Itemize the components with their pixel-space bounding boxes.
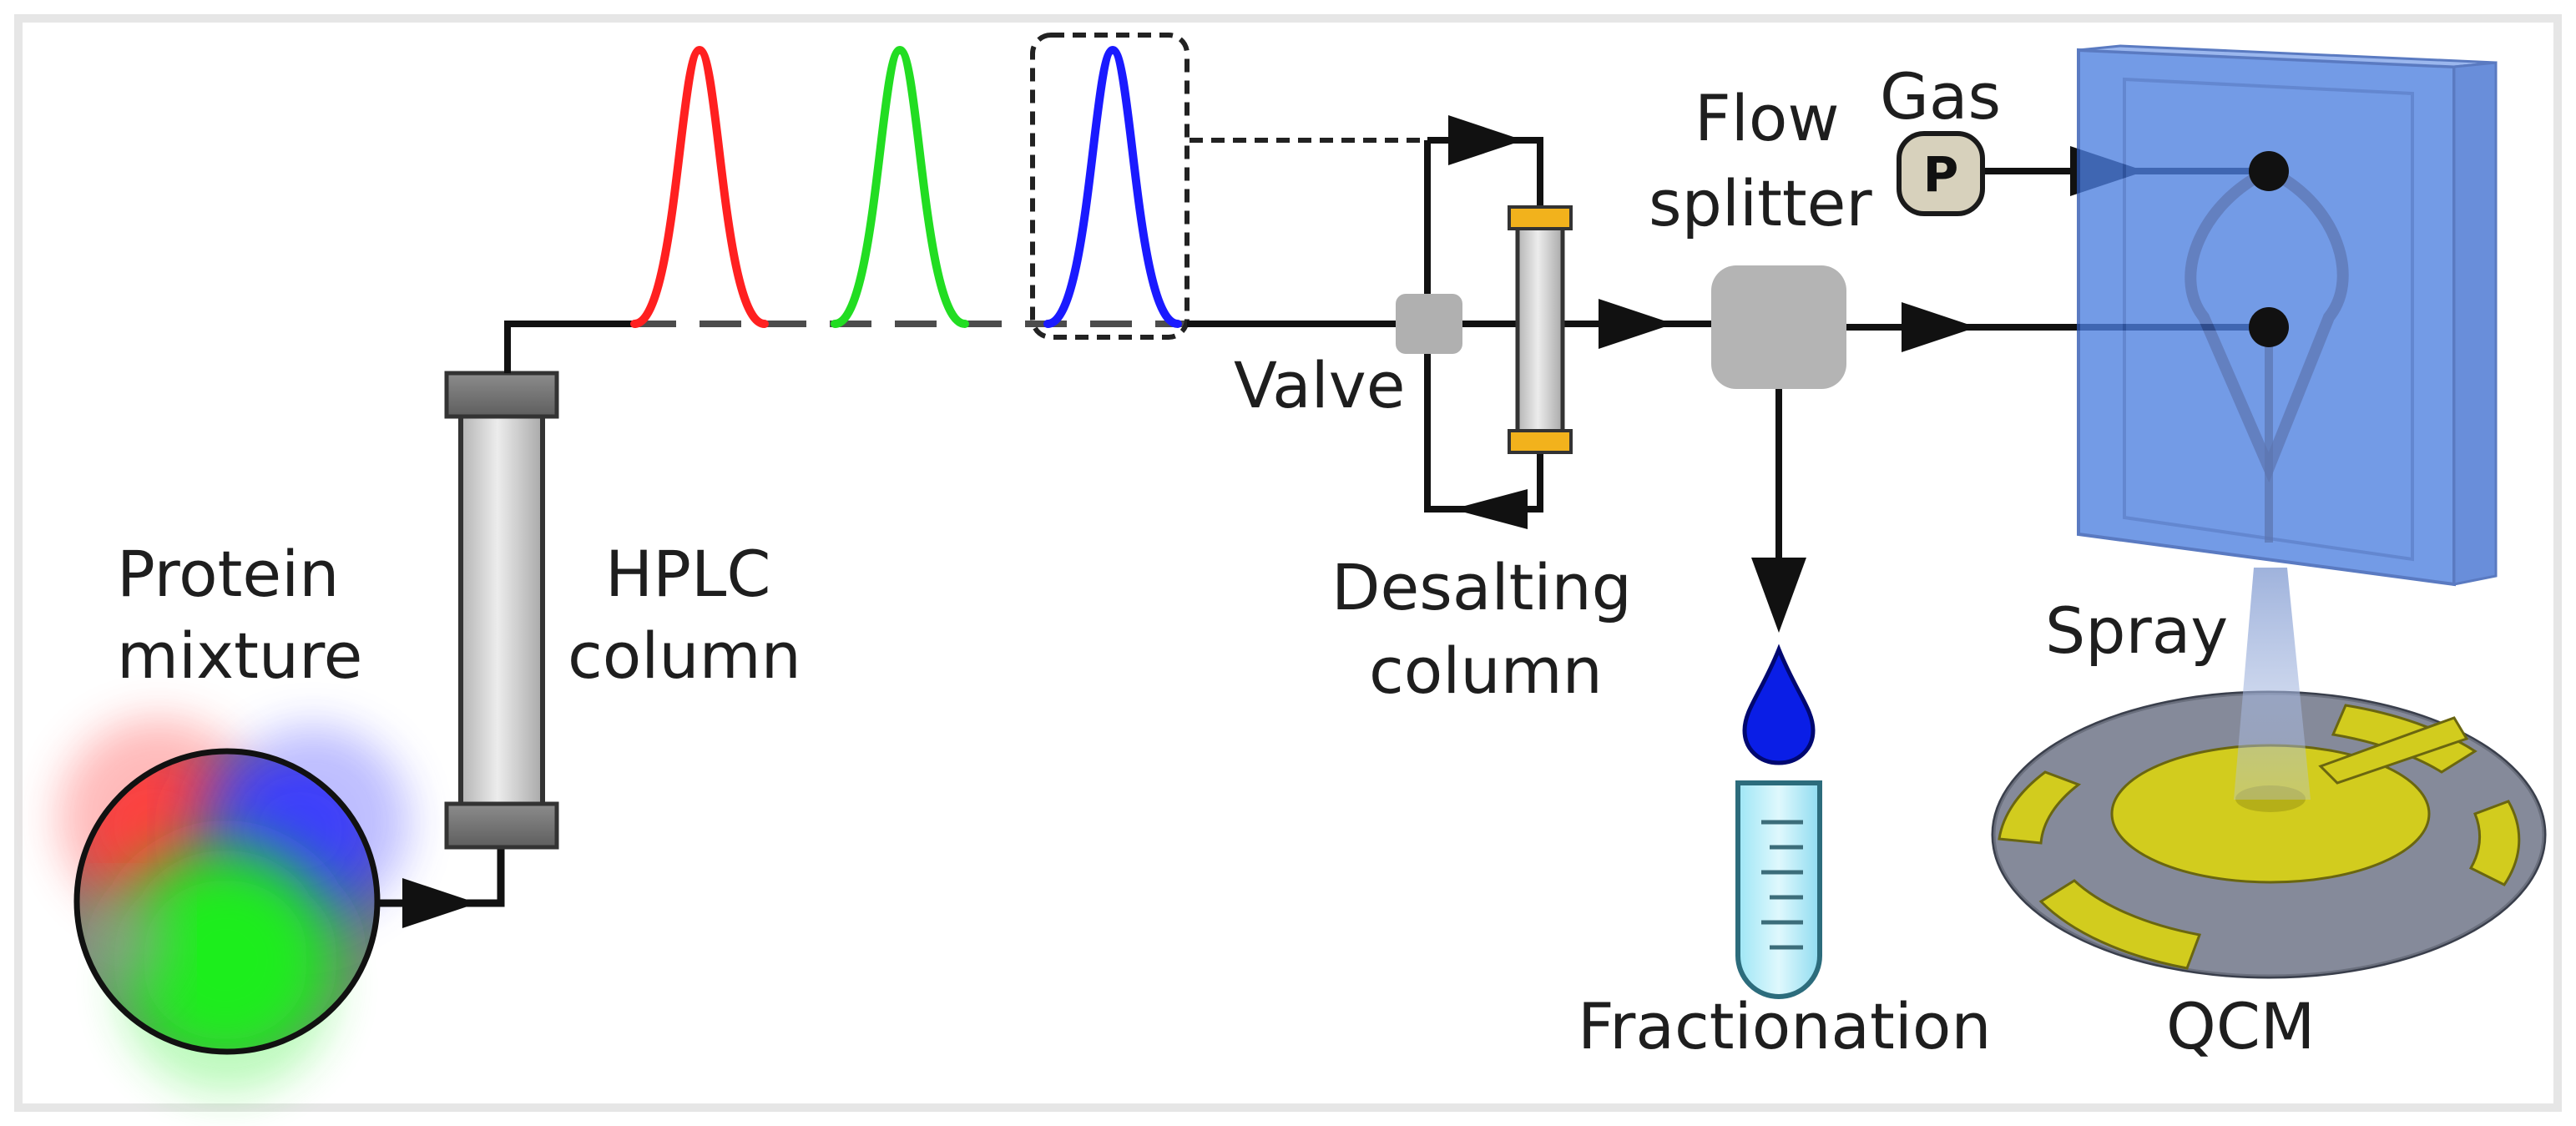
- gas-inlet-port: [2249, 151, 2289, 191]
- qcm-icon: [1991, 690, 2547, 979]
- flow-line-mixture-to-hplc: [377, 843, 505, 928]
- hplc-column-label-line2: column: [568, 619, 801, 693]
- pump-letter: P: [1923, 146, 1959, 203]
- spray-label: Spray: [2045, 593, 2228, 668]
- gas-label: Gas: [1880, 59, 2001, 134]
- flow-line-splitter-to-fraction: [1751, 389, 1806, 633]
- flow-splitter-label-line2: splitter: [1649, 166, 1872, 240]
- hplc-column-label-line1: HPLC: [605, 537, 770, 611]
- peak-red: [630, 45, 769, 328]
- peak-green: [831, 45, 969, 328]
- flow-splitter-icon: [1711, 265, 1846, 389]
- outer-border: [14, 14, 2562, 1112]
- spray-plume: [2234, 568, 2311, 800]
- fractionation-label: Fractionation: [1578, 989, 1992, 1063]
- flow-splitter-label-line1: Flow: [1695, 81, 1840, 155]
- qcm-label: QCM: [2166, 989, 2315, 1063]
- valve-label: Valve: [1234, 348, 1406, 422]
- selected-peak-box: [1030, 33, 1190, 340]
- peak-blue: [1043, 45, 1182, 328]
- protein-mixture-label-line2: mixture: [117, 619, 362, 693]
- sample-inlet-port: [2249, 307, 2289, 347]
- protein-mixture-label-line1: Protein: [117, 537, 339, 611]
- pump-icon: P: [1897, 131, 1985, 216]
- desalting-column: [1508, 205, 1573, 454]
- protein-mixture-icon: [58, 718, 409, 1093]
- chromatogram-peaks: [630, 33, 1190, 340]
- flow-line-hplc-out: [504, 321, 1210, 373]
- valve-icon: [1396, 294, 1462, 354]
- desalting-column-label-line2: column: [1369, 634, 1603, 708]
- graduated-test-tube-icon: [1735, 780, 1822, 999]
- droplet-icon: [1742, 644, 1816, 765]
- microfluidic-chip: [2077, 44, 2498, 587]
- desalting-column-label-line1: Desalting: [1331, 550, 1632, 624]
- hplc-column: [444, 371, 559, 850]
